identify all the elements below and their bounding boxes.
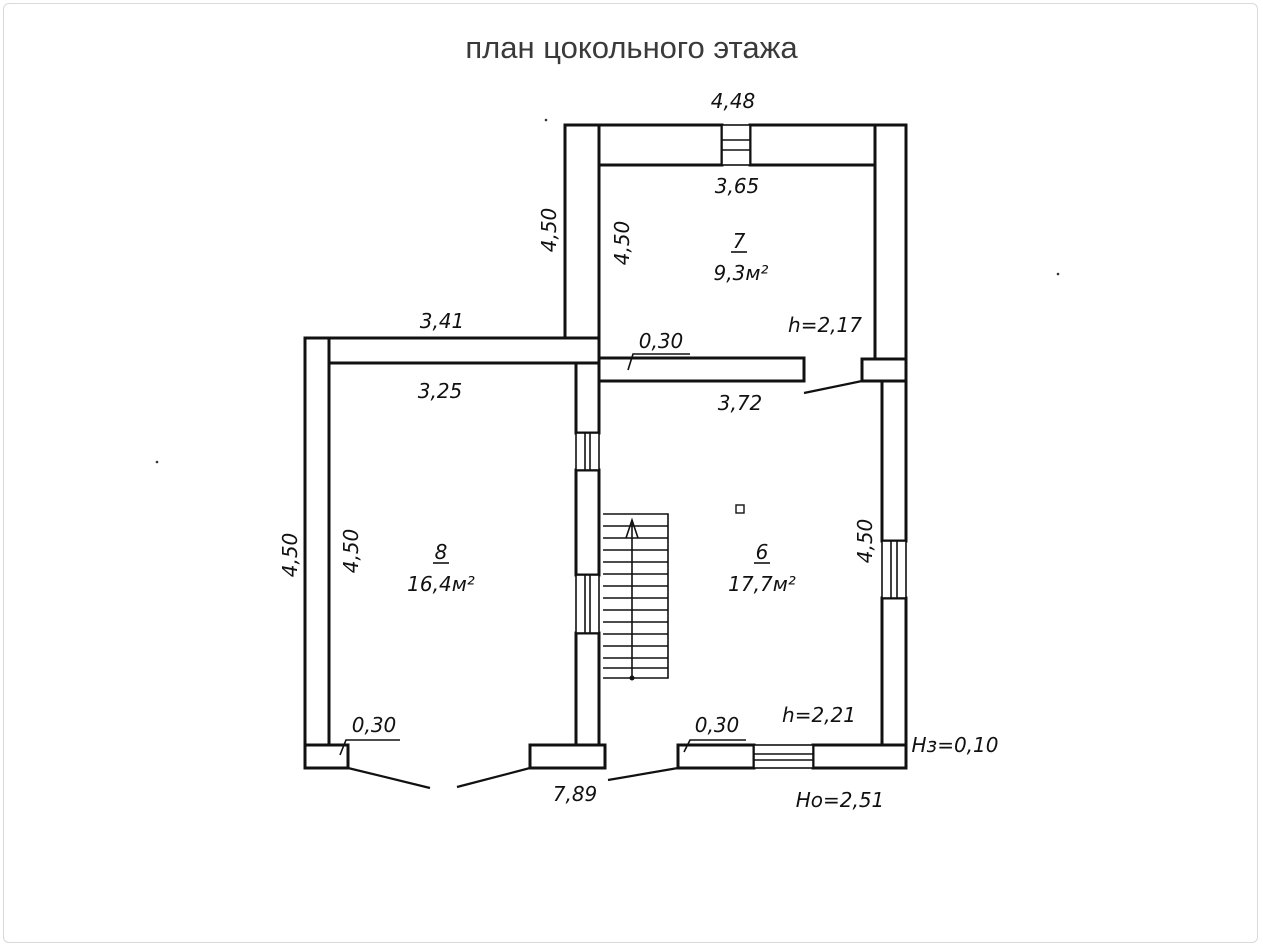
wall-room8-top: [303, 336, 601, 365]
column-marker: [735, 504, 745, 514]
wall-partition-7-6: [597, 356, 806, 383]
door-room8-right: [456, 766, 531, 789]
dim-room6-bottom-leader: [683, 739, 746, 753]
wall-room7-right: [873, 123, 908, 361]
dim-top-outer: 4,48: [711, 89, 756, 113]
wall-middle-3: [574, 631, 601, 747]
height-room7: h=2,17: [788, 313, 862, 337]
wall-room8-bottom-left: [303, 743, 350, 770]
dim-room8-bottom-leader: [339, 739, 400, 756]
page-title: план цокольного этажа: [465, 30, 798, 65]
wall-room6-right-1: [880, 379, 908, 543]
dim-room6-bottom-wall: 0,30: [695, 713, 740, 737]
wall-middle-1: [574, 361, 601, 435]
window-bottom: [753, 744, 814, 769]
dim-upper-left-outer: 3,41: [420, 309, 465, 333]
wall-partition-stub: [860, 357, 908, 383]
dim-partition: 0,30: [639, 329, 684, 353]
dim-room8-top: 3,25: [418, 379, 463, 403]
door-room6-entry: [607, 766, 679, 782]
wall-room6-bottom-2: [811, 743, 908, 770]
window-right: [881, 540, 907, 599]
room8-area: 16,4м²: [407, 572, 475, 596]
room6-number: 6: [756, 540, 769, 564]
wall-room8-left: [303, 336, 331, 770]
height-room6: h=2,21: [782, 703, 856, 727]
dim-room6-top: 3,72: [718, 391, 763, 415]
window-middle-1: [575, 432, 600, 471]
height-ho: Hо=2,51: [796, 788, 885, 812]
dim-partition-leader: [627, 353, 690, 371]
door-room7: [803, 379, 863, 395]
room7-area: 9,3м²: [714, 261, 769, 285]
dim-room8-inner-left: 4,50: [339, 529, 363, 574]
window-middle-2: [575, 574, 600, 634]
wall-room7-left: [563, 123, 601, 342]
room7-number: 7: [733, 229, 746, 253]
wall-middle-2: [574, 468, 601, 577]
door-room8-left: [347, 766, 431, 790]
dim-top-inner: 3,65: [715, 174, 760, 198]
dim-total-bottom: 7,89: [553, 782, 598, 806]
speck: [544, 118, 548, 122]
wall-room6-right-2: [880, 596, 908, 770]
speck: [155, 460, 159, 464]
dim-room8-bottom-wall: 0,30: [352, 713, 397, 737]
dim-room7-outer-left: 4,50: [537, 208, 561, 253]
dim-room7-inner-left: 4,50: [610, 221, 634, 266]
dim-room6-right: 4,50: [853, 519, 877, 564]
window-top: [721, 124, 751, 166]
room6-area: 17,7м²: [728, 572, 796, 596]
speck: [1056, 272, 1060, 276]
wall-room6-bottom-1: [676, 743, 756, 770]
height-hz: Hз=0,10: [912, 733, 999, 757]
room8-number: 8: [435, 540, 448, 564]
wall-room8-bottom-right: [528, 743, 607, 770]
dim-room8-outer-left: 4,50: [278, 533, 302, 578]
staircase: [603, 513, 669, 681]
